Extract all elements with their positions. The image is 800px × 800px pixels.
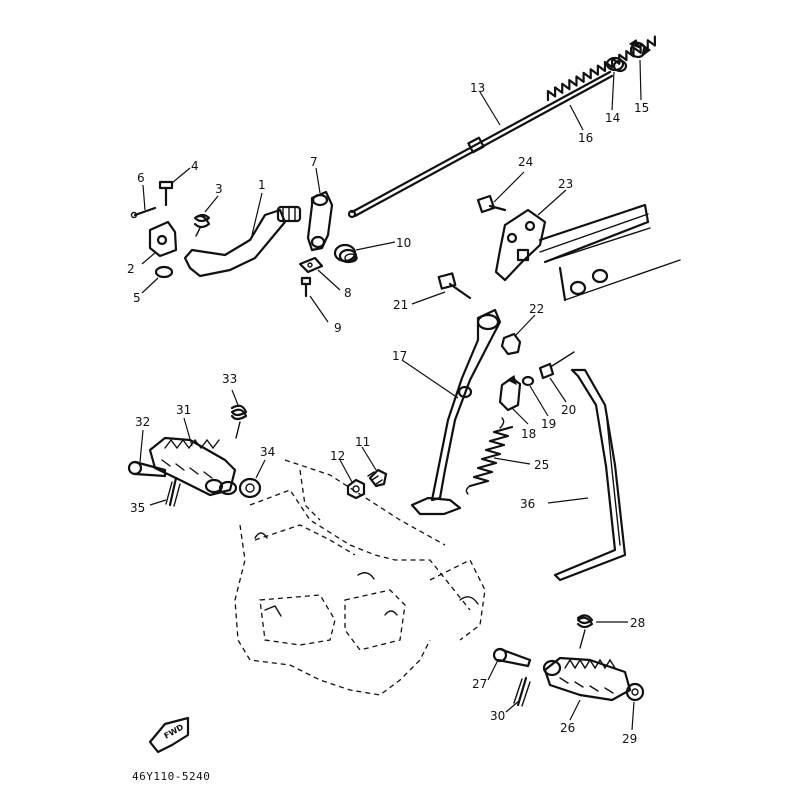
callout-17: 17: [392, 349, 407, 363]
callout-18: 18: [521, 427, 536, 441]
stand-bracket-plate: [494, 208, 547, 282]
callout-26: 26: [560, 721, 575, 735]
callout-1: 1: [258, 178, 266, 192]
shift-pedal: [183, 205, 302, 278]
nut-12: [346, 478, 366, 500]
callout-13: 13: [470, 81, 485, 95]
callout-9: 9: [334, 321, 342, 335]
side-stand: [410, 308, 502, 516]
stand-rod-36: [553, 368, 627, 582]
callout-16: 16: [578, 131, 593, 145]
rod-joint-14: [605, 56, 628, 73]
callout-10: 10: [396, 236, 411, 250]
callout-15: 15: [634, 101, 649, 115]
callout-4: 4: [191, 159, 199, 173]
fwd-arrow: FWD: [148, 716, 190, 754]
callout-labels: 1 2 3 4 5 6 7 8 9 10 11 12 13 14 15 16 1…: [127, 81, 649, 746]
bolt-24: [476, 194, 507, 214]
wing-nut-15: [628, 39, 652, 59]
callout-24: 24: [518, 155, 533, 169]
frame-outline: [234, 459, 486, 696]
washer-19: [521, 375, 535, 387]
callout-14: 14: [605, 111, 620, 125]
joint-8: [298, 256, 324, 274]
callout-25: 25: [534, 458, 549, 472]
shift-bracket: [148, 220, 178, 258]
stand-switch-18: [498, 375, 522, 412]
washer-29: [625, 682, 645, 702]
footpeg-pin-27: [492, 647, 532, 668]
stand-spring-25: [465, 417, 514, 495]
callout-22: 22: [529, 302, 544, 316]
callout-28: 28: [630, 616, 645, 630]
callout-34: 34: [260, 445, 275, 459]
footpeg-pin-32: [127, 460, 167, 478]
callout-21: 21: [393, 298, 408, 312]
nut-22: [500, 332, 522, 356]
callout-5: 5: [133, 291, 141, 305]
callout-11: 11: [355, 435, 370, 449]
callout-2: 2: [127, 262, 135, 276]
washer-34: [238, 477, 262, 499]
left-footpeg: [148, 436, 238, 497]
bolt-4: [158, 180, 174, 207]
callout-12: 12: [330, 449, 345, 463]
shift-spring: [193, 213, 211, 237]
callout-19: 19: [541, 417, 556, 431]
callout-29: 29: [622, 732, 637, 746]
spring-10: [333, 243, 358, 264]
callout-31: 31: [176, 403, 191, 417]
callout-3: 3: [215, 182, 223, 196]
callout-36: 36: [520, 497, 535, 511]
callout-32: 32: [135, 415, 150, 429]
brake-rod: [347, 70, 614, 219]
leader-lines: [139, 59, 642, 731]
callout-35: 35: [130, 501, 145, 515]
diagram-code: 46Y110-5240: [132, 770, 210, 783]
footpeg-spring-28: [576, 614, 594, 649]
cotter-pin-30: [513, 676, 531, 707]
callout-7: 7: [310, 155, 318, 169]
rod-spring-16: [546, 35, 657, 102]
cotter-pin-35: [165, 476, 181, 507]
callout-23: 23: [558, 177, 573, 191]
callout-6: 6: [137, 171, 145, 185]
callout-27: 27: [472, 677, 487, 691]
frame-rail-right: [538, 203, 681, 302]
screw-9: [300, 276, 312, 298]
footpeg-spring-33: [230, 404, 248, 439]
cotter-pin-6: [130, 206, 157, 219]
callout-20: 20: [561, 403, 576, 417]
callout-30: 30: [490, 709, 505, 723]
washer-5: [154, 265, 174, 279]
bolt-11: [367, 468, 388, 488]
bolt-21: [437, 272, 472, 300]
bolt-20: [538, 351, 575, 380]
shift-arm: [306, 190, 334, 252]
right-footpeg: [542, 656, 632, 702]
callout-33: 33: [222, 372, 237, 386]
callout-8: 8: [344, 286, 352, 300]
